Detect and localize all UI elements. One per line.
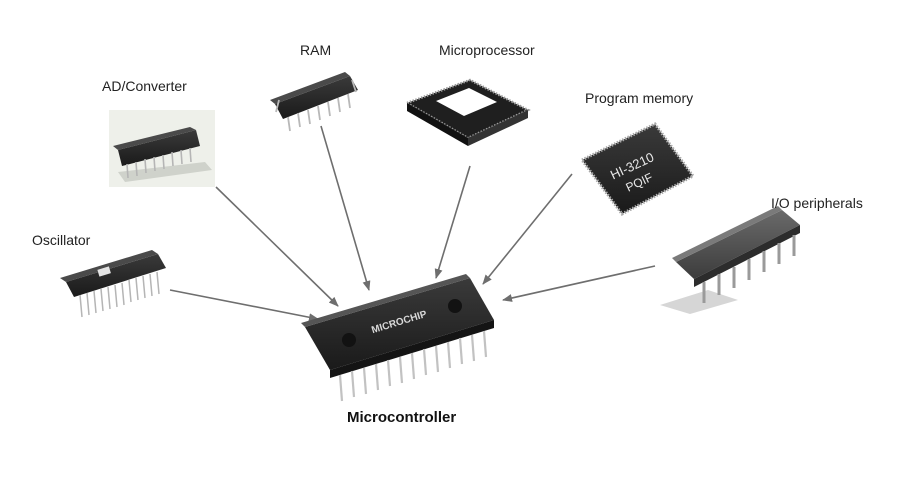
label-microprocessor: Microprocessor <box>439 42 535 58</box>
label-ram: RAM <box>300 42 332 58</box>
label-microcontroller: Microcontroller <box>347 409 457 426</box>
arrows <box>169 125 656 322</box>
label-io-peripherals: I/O peripherals <box>771 195 863 211</box>
oscillator-chip <box>60 250 166 318</box>
arrow-ram <box>320 125 371 291</box>
io-peripherals-chip <box>660 206 800 314</box>
arrow-io-peripherals <box>502 265 656 302</box>
program-memory-chip: HI-3210 PQIF <box>579 122 696 216</box>
label-oscillator: Oscillator <box>32 232 91 248</box>
ram-chip <box>270 72 358 132</box>
arrow-ad-converter <box>215 186 339 307</box>
arrow-program-memory <box>482 173 573 285</box>
microprocessor-chip <box>404 78 531 146</box>
arrow-oscillator <box>169 289 319 322</box>
arrow-microprocessor <box>434 165 471 279</box>
microcontroller-chip: MICROCHIP <box>301 274 494 402</box>
label-program-memory: Program memory <box>585 90 694 106</box>
ad-converter-chip <box>109 110 215 187</box>
label-ad-converter: AD/Converter <box>102 78 187 94</box>
